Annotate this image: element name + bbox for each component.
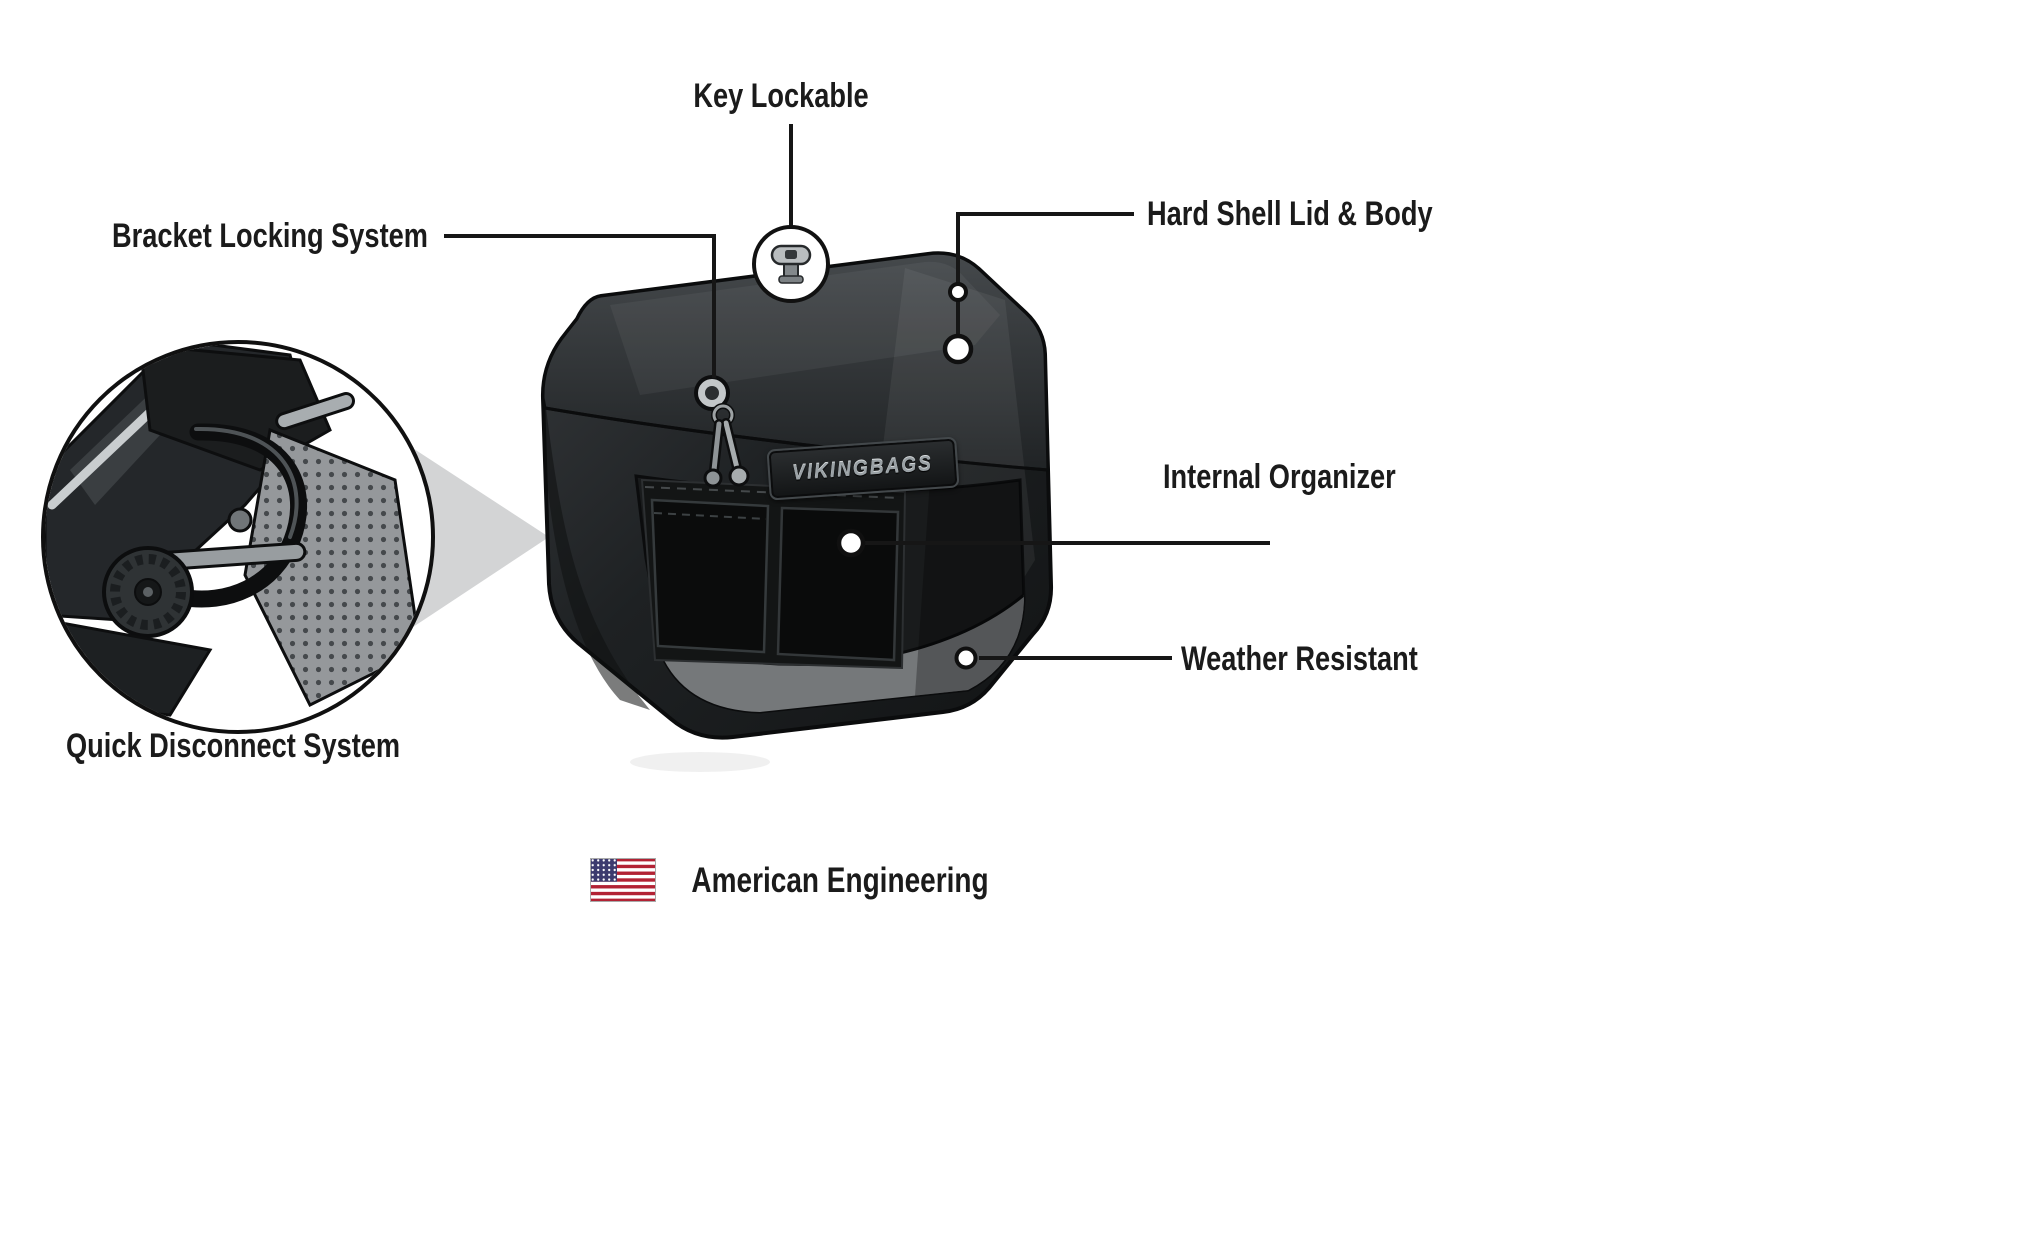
keys-icon [703,403,750,488]
callout-line-bracket-locking [444,234,716,378]
bag-floor [636,580,1024,712]
bag-left-shade [543,400,650,710]
footer-american-engineering-label: American Engineering [691,861,989,900]
lock-keyhole-icon [694,375,730,411]
ground-shadow [630,752,770,772]
lid-facet-highlight [610,261,1000,395]
callout-label-quick-disconnect-system: Quick Disconnect System [66,727,401,765]
us-flag-icon [590,858,656,902]
callout-label-internal-organizer: Internal Organizer [1163,458,1396,496]
callout-points [836,282,978,670]
key-icon [752,225,830,303]
internal-organizer-pockets [640,478,907,670]
callout-label-key-lockable: Key Lockable [693,77,869,115]
quick-disconnect-inset [41,340,435,734]
callout-point-internal-organizer [836,528,866,558]
brand-badge-label: VIKINGBAGS [791,451,934,485]
callout-point-hard-shell-small [948,282,968,302]
callout-point-weather-resistant [954,646,978,670]
callout-label-bracket-locking-system: Bracket Locking System [112,217,428,255]
callout-label-weather-resistant: Weather Resistant [1181,640,1418,678]
interior-shade [915,476,1024,696]
callout-point-hard-shell-large [942,333,974,365]
callout-label-hard-shell-lid-body: Hard Shell Lid & Body [1147,195,1433,233]
